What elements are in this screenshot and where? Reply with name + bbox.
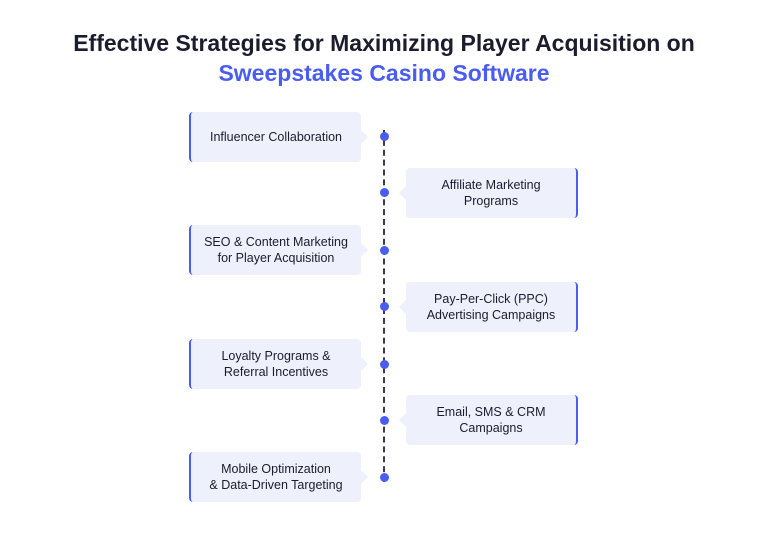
timeline-dot: [380, 360, 389, 369]
step-label: Influencer Collaboration: [209, 130, 343, 144]
step-card-seo-content-marketing: SEO & Content Marketing for Player Acqui…: [189, 225, 368, 275]
step-card-ppc-advertising: Pay-Per-Click (PPC) Advertising Campaign…: [399, 282, 578, 332]
timeline-dot: [380, 132, 389, 141]
timeline-dot: [380, 416, 389, 425]
step-card-email-sms-crm: Email, SMS & CRM Campaigns: [399, 395, 578, 445]
timeline-dot: [380, 473, 389, 482]
step-label: Loyalty Programs & Referral Incentives: [221, 349, 331, 379]
step-card-loyalty-programs: Loyalty Programs & Referral Incentives: [189, 339, 368, 389]
step-label: Affiliate Marketing Programs: [441, 178, 541, 208]
title-line-2: Sweepstakes Casino Software: [218, 60, 550, 86]
step-card-influencer-collaboration: Influencer Collaboration: [189, 112, 368, 162]
timeline-dot: [380, 246, 389, 255]
step-label: Pay-Per-Click (PPC) Advertising Campaign…: [426, 292, 556, 322]
timeline-dot: [380, 188, 389, 197]
diagram-title: Effective Strategies for Maximizing Play…: [0, 28, 768, 88]
step-card-mobile-optimization: Mobile Optimization & Data-Driven Target…: [189, 452, 368, 502]
step-card-affiliate-marketing: Affiliate Marketing Programs: [399, 168, 578, 218]
step-label: Mobile Optimization & Data-Driven Target…: [209, 462, 343, 492]
title-line-1: Effective Strategies for Maximizing Play…: [73, 30, 695, 56]
step-label: Email, SMS & CRM Campaigns: [436, 405, 546, 435]
step-label: SEO & Content Marketing for Player Acqui…: [204, 235, 348, 265]
timeline-dot: [380, 302, 389, 311]
